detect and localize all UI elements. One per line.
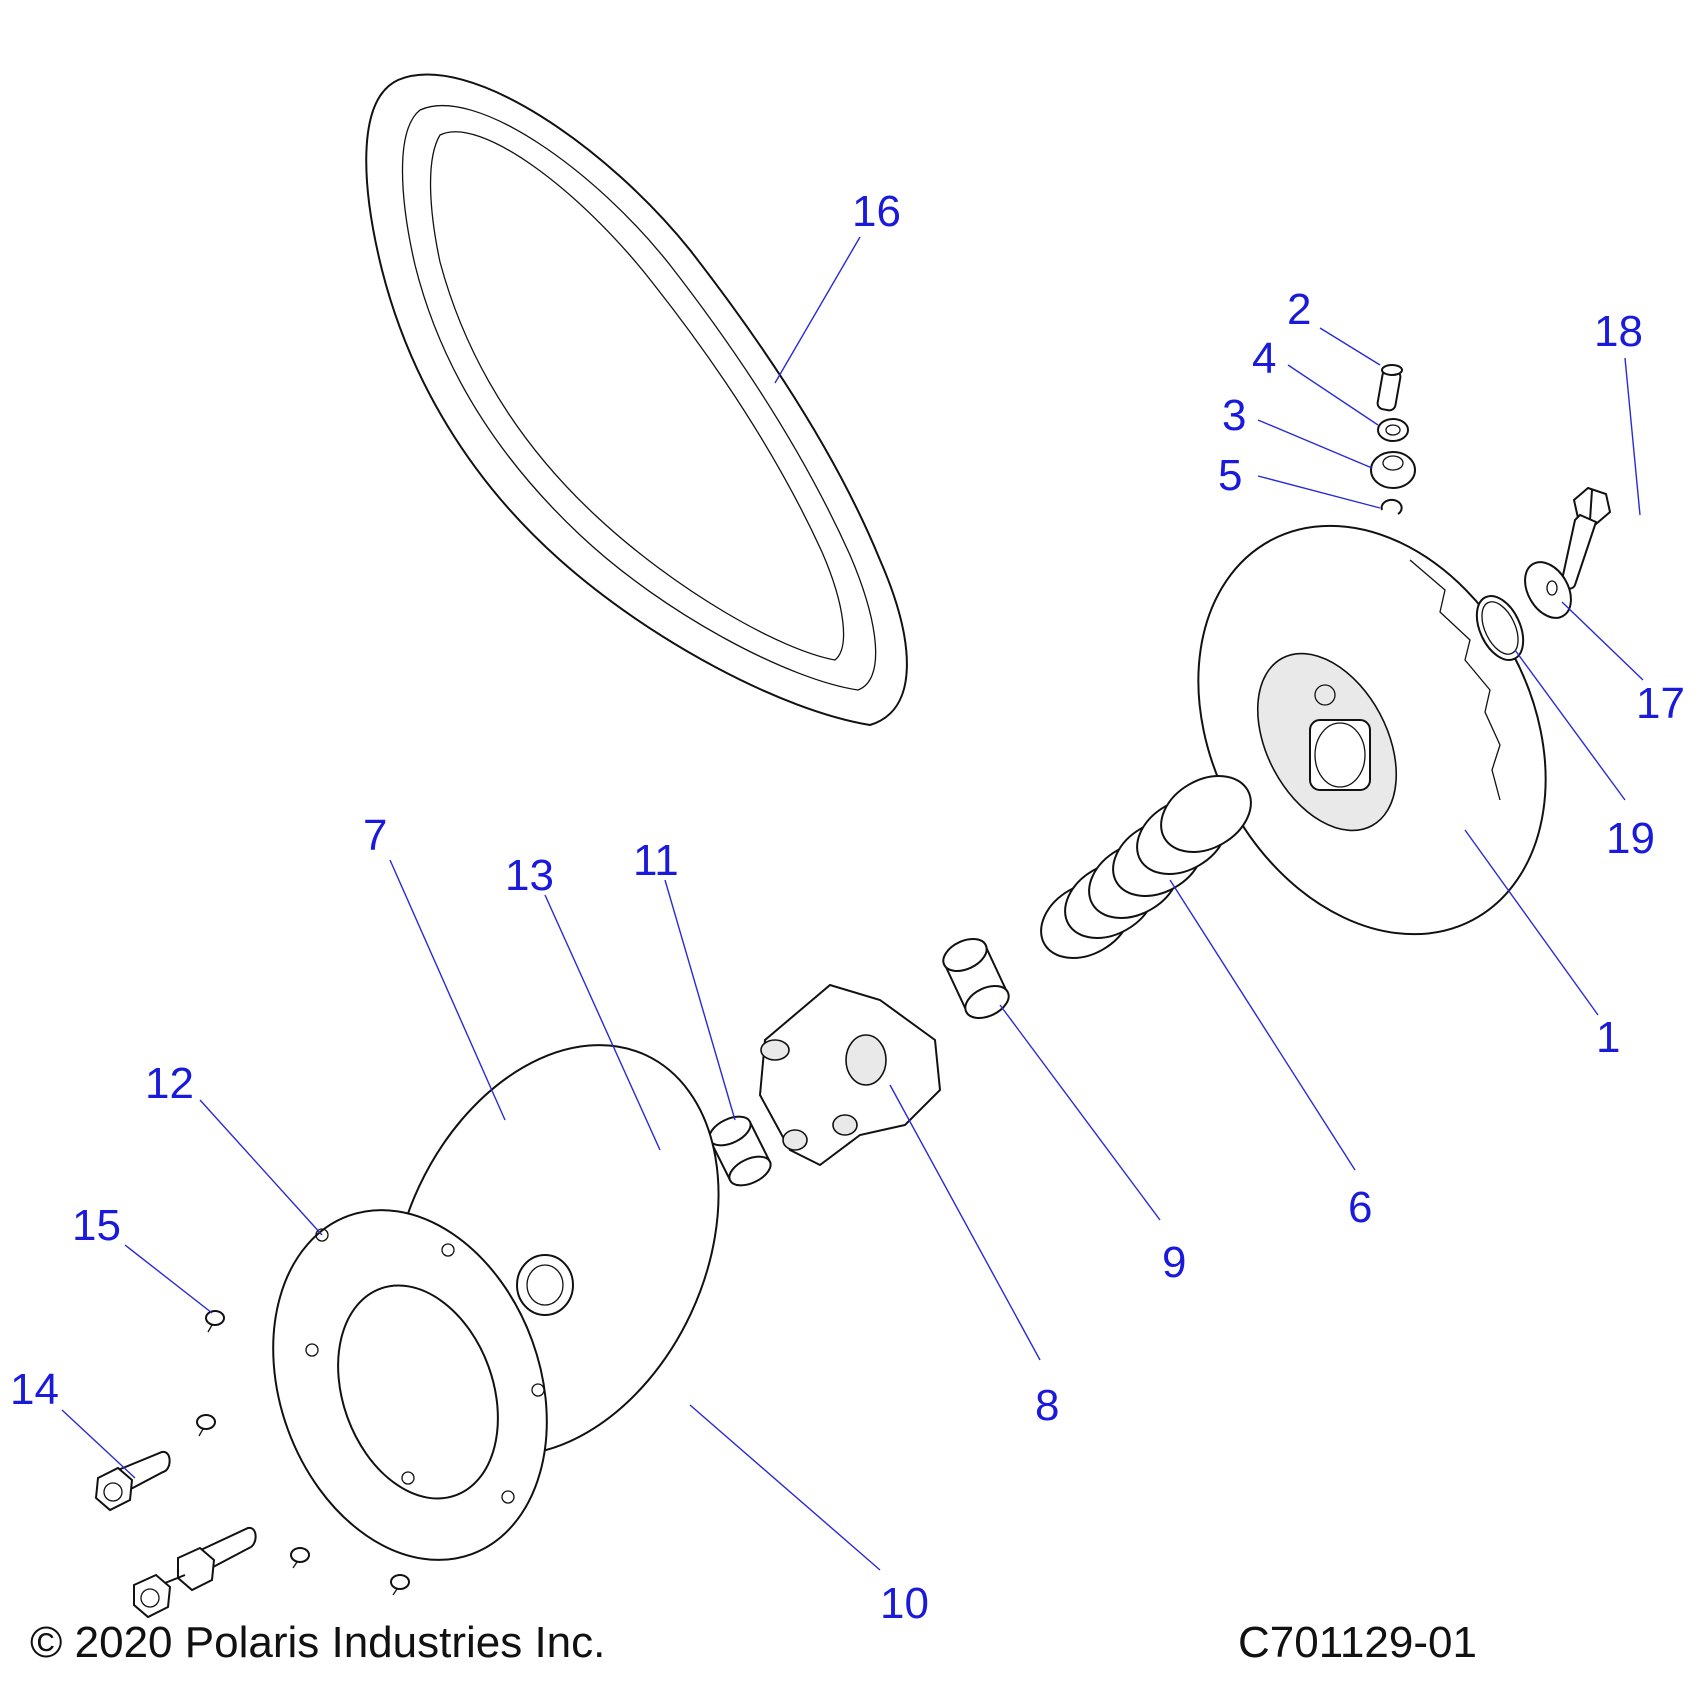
callout-3: 3 <box>1222 391 1246 440</box>
leader-8 <box>889 1084 1041 1361</box>
callout-9: 9 <box>1162 1238 1186 1287</box>
cover-plate-part <box>272 1209 548 1561</box>
small-bushing-part <box>708 1115 772 1187</box>
callout-18: 18 <box>1594 307 1643 356</box>
copyright-notice: © 2020 Polaris Industries Inc. <box>30 1618 606 1667</box>
callout-7: 7 <box>363 811 387 860</box>
drawing-number: C701129-01 <box>1238 1618 1477 1667</box>
leader-6 <box>1169 879 1356 1171</box>
callout-4: 4 <box>1252 334 1276 383</box>
callout-16: 16 <box>852 187 901 236</box>
spider-hub-part <box>758 983 942 1167</box>
leader-3 <box>1257 419 1373 469</box>
callout-11: 11 <box>633 836 679 885</box>
flange-bolt-1 <box>94 1450 171 1512</box>
e-clip-part <box>1380 498 1403 515</box>
callout-8: 8 <box>1035 1381 1059 1430</box>
leader-2 <box>1319 327 1381 366</box>
callout-13: 13 <box>505 851 554 900</box>
leader-15 <box>124 1244 213 1314</box>
o-ring-part <box>1475 595 1525 661</box>
flange-bolt-2 <box>133 1526 257 1619</box>
drive-belt-part <box>365 73 908 727</box>
leader-5 <box>1257 475 1381 509</box>
callout-12: 12 <box>145 1059 194 1108</box>
callout-labels: 16 2 18 4 3 5 17 19 7 11 13 1 12 6 15 9 … <box>10 187 1685 1628</box>
screw-4 <box>390 1574 410 1596</box>
roller-pin-part <box>1376 364 1403 412</box>
callout-15: 15 <box>72 1201 121 1250</box>
leader-14 <box>61 1409 136 1479</box>
leader-19 <box>1514 649 1626 801</box>
screw-1 <box>205 1310 225 1333</box>
screw-3 <box>290 1547 310 1569</box>
leader-16 <box>774 236 861 384</box>
leader-4 <box>1287 364 1379 426</box>
callout-2: 2 <box>1287 285 1311 334</box>
leader-1 <box>1464 829 1599 1016</box>
leader-10 <box>689 1404 881 1571</box>
leader-7 <box>389 859 506 1121</box>
leader-18 <box>1624 357 1641 516</box>
roller-part <box>1370 451 1416 489</box>
callout-14: 14 <box>10 1365 59 1414</box>
screw-2 <box>196 1414 216 1437</box>
callout-1: 1 <box>1596 1013 1620 1062</box>
small-screw-parts <box>196 1310 410 1596</box>
leader-9 <box>999 1004 1161 1221</box>
leader-lines <box>61 236 1644 1571</box>
callout-6: 6 <box>1348 1183 1372 1232</box>
flat-washer-part <box>1524 561 1572 619</box>
small-washer-part <box>1377 418 1409 442</box>
leader-11 <box>664 879 736 1121</box>
spring-part <box>1040 775 1252 959</box>
flange-bolt-parts <box>94 1450 257 1619</box>
leader-13 <box>544 894 661 1151</box>
callout-5: 5 <box>1218 451 1242 500</box>
callout-10: 10 <box>880 1579 929 1628</box>
bushing-part <box>942 938 1010 1019</box>
leader-12 <box>199 1099 323 1236</box>
movable-sheave-part <box>1197 524 1547 936</box>
leader-17 <box>1561 601 1644 681</box>
callout-19: 19 <box>1606 814 1655 863</box>
callout-17: 17 <box>1636 679 1685 728</box>
